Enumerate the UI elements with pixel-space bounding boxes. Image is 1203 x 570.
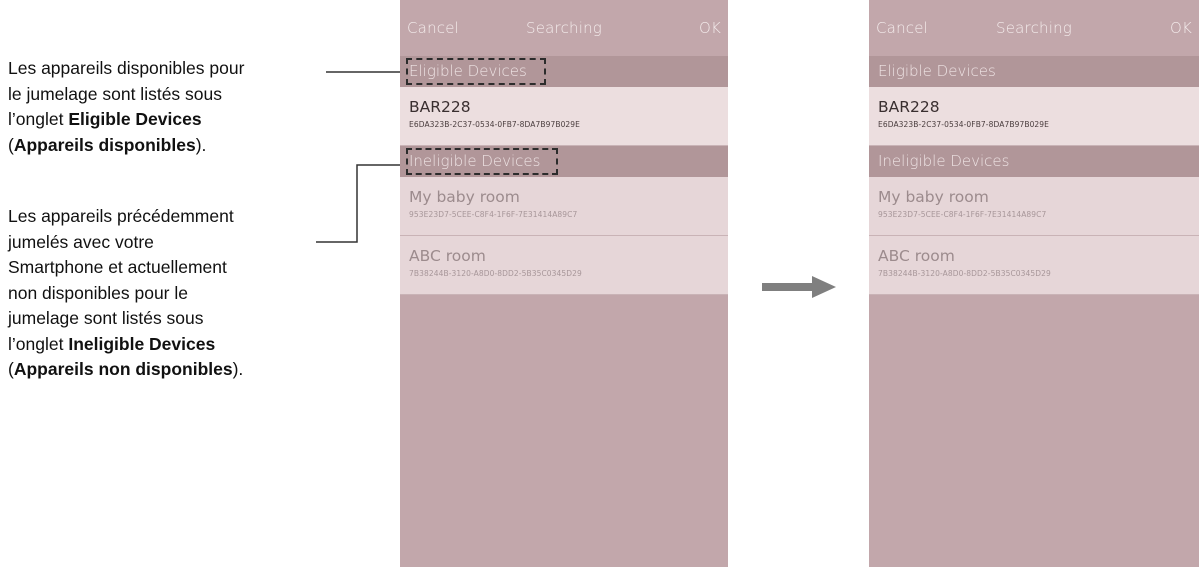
- note-line: jumelés avec votre: [8, 231, 154, 252]
- eligible-devices-tab[interactable]: Eligible Devices: [400, 56, 728, 87]
- note-line: le jumelage sont listés sous: [8, 83, 222, 104]
- phone-screen-after: Cancel Searching OK Eligible Devices BAR…: [869, 0, 1199, 567]
- note-line: non disponibles pour le: [8, 282, 188, 303]
- cancel-button[interactable]: Cancel: [876, 19, 929, 37]
- device-row[interactable]: BAR228 E6DA323B-2C37-0534-0FB7-8DA7B97B0…: [400, 87, 728, 146]
- device-row[interactable]: BAR228 E6DA323B-2C37-0534-0FB7-8DA7B97B0…: [869, 87, 1199, 146]
- note-text: ).: [232, 359, 244, 379]
- ineligible-callout-line: [316, 164, 406, 243]
- device-row[interactable]: ABC room 7B38244B-3120-A8D0-8DD2-5B35C03…: [400, 236, 728, 295]
- highlight-box: [406, 58, 546, 85]
- note-bold-term: Eligible Devices: [68, 109, 202, 129]
- note-bold-term: Appareils disponibles: [13, 134, 196, 155]
- ok-button[interactable]: OK: [1169, 19, 1192, 37]
- note-line: Les appareils précédemment: [8, 206, 234, 226]
- device-name: BAR228: [409, 98, 471, 116]
- ineligible-devices-note: Les appareils précédemment jumelés avec …: [8, 204, 328, 383]
- ineligible-devices-tab[interactable]: Ineligible Devices: [869, 146, 1199, 177]
- note-line: Smartphone et actuellement: [8, 257, 227, 277]
- note-line: jumelage sont listés sous: [8, 308, 204, 328]
- cancel-button[interactable]: Cancel: [407, 19, 460, 37]
- device-row[interactable]: My baby room 953E23D7-5CEE-C8F4-1F6F-7E3…: [400, 177, 728, 236]
- ineligible-devices-label: Ineligible Devices: [878, 152, 1010, 170]
- nav-title: Searching: [995, 19, 1072, 37]
- note-text: (: [8, 359, 14, 379]
- note-line: l’onglet Eligible Devices: [8, 107, 328, 133]
- device-name: My baby room: [409, 188, 520, 206]
- note-line: (Appareils non disponibles).: [8, 357, 328, 383]
- device-name: ABC room: [409, 247, 486, 265]
- ineligible-devices-tab[interactable]: Ineligible Devices: [400, 146, 728, 177]
- device-row[interactable]: My baby room 953E23D7-5CEE-C8F4-1F6F-7E3…: [869, 177, 1199, 236]
- nav-bar: Cancel Searching OK: [400, 0, 728, 56]
- note-line: l’onglet Ineligible Devices: [8, 332, 328, 358]
- note-bold-term: Appareils non disponibles: [13, 359, 233, 379]
- eligible-devices-label: Eligible Devices: [878, 62, 996, 80]
- device-name: My baby room: [878, 188, 989, 206]
- phone-screen-before: Cancel Searching OK Eligible Devices BAR…: [400, 0, 728, 567]
- eligible-devices-tab[interactable]: Eligible Devices: [869, 56, 1199, 87]
- device-id: 7B38244B-3120-A8D0-8DD2-5B35C0345D29: [409, 269, 582, 278]
- note-text: l’onglet: [8, 109, 69, 129]
- nav-bar: Cancel Searching OK: [869, 0, 1199, 56]
- right-arrow-icon: [762, 276, 836, 298]
- device-id: 953E23D7-5CEE-C8F4-1F6F-7E31414A89C7: [409, 210, 578, 219]
- device-name: BAR228: [878, 98, 940, 116]
- note-line: Les appareils disponibles pour: [8, 58, 245, 78]
- note-bold-term: Ineligible Devices: [68, 333, 216, 354]
- nav-title: Searching: [525, 19, 602, 37]
- eligible-devices-label: Eligible Devices: [409, 62, 527, 80]
- device-row[interactable]: ABC room 7B38244B-3120-A8D0-8DD2-5B35C03…: [869, 236, 1199, 295]
- device-id: 7B38244B-3120-A8D0-8DD2-5B35C0345D29: [878, 269, 1051, 278]
- highlight-box: [406, 148, 558, 175]
- note-text: (: [8, 134, 14, 155]
- device-id: E6DA323B-2C37-0534-0FB7-8DA7B97B029E: [409, 120, 581, 129]
- ineligible-devices-label: Ineligible Devices: [409, 152, 541, 170]
- device-name: ABC room: [878, 247, 955, 265]
- device-id: E6DA323B-2C37-0534-0FB7-8DA7B97B029E: [878, 120, 1050, 129]
- note-line: (Appareils disponibles).: [8, 133, 328, 159]
- note-text: ).: [195, 134, 207, 155]
- device-id: 953E23D7-5CEE-C8F4-1F6F-7E31414A89C7: [878, 210, 1047, 219]
- note-text: l’onglet: [8, 333, 69, 354]
- ok-button[interactable]: OK: [698, 19, 721, 37]
- eligible-devices-note: Les appareils disponibles pour le jumela…: [8, 56, 328, 158]
